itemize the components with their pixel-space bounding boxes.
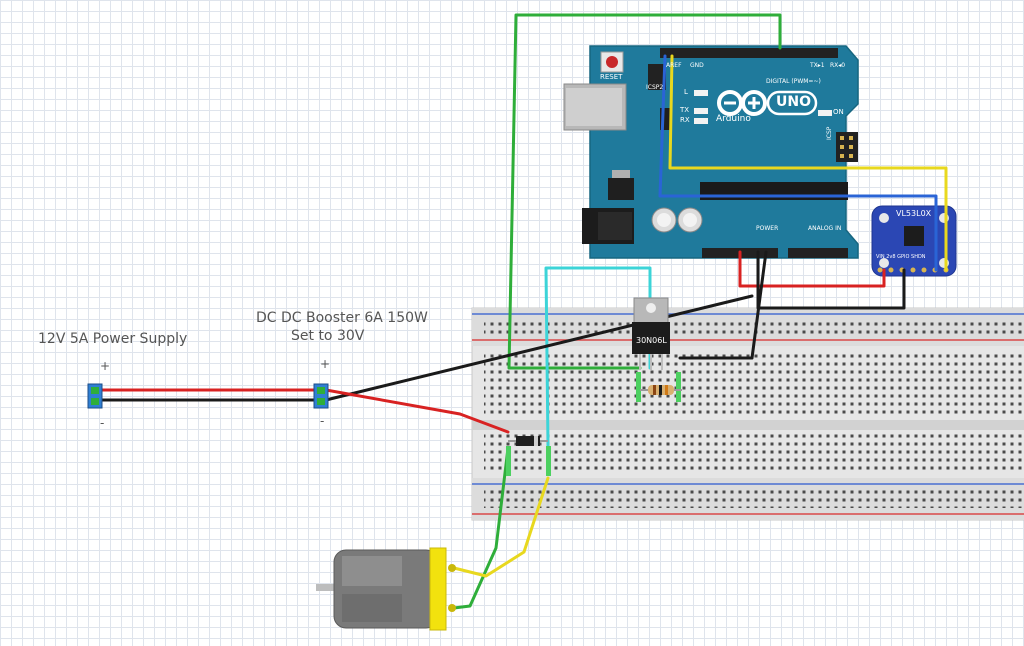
breadboard <box>471 307 1024 521</box>
connection-highlights <box>506 372 681 476</box>
psu-plus-label: + <box>100 359 111 373</box>
icsp-header <box>836 132 858 162</box>
diode-icon <box>508 436 548 446</box>
booster-label-line2: Set to 30V <box>291 328 365 344</box>
sensor-pin-labels: VIN 2v8 GPIO SHDN <box>876 254 926 260</box>
wire-yellow-sda <box>668 54 948 272</box>
power-supply-terminal <box>87 383 103 409</box>
booster-minus-label: - <box>320 414 325 428</box>
resistor-icon <box>640 385 682 395</box>
sensor-name-label: VL53L0X <box>896 209 932 218</box>
booster-plus-label: + <box>320 357 331 371</box>
power-supply-label: 12V 5A Power Supply <box>38 331 188 347</box>
wire-green-signal <box>507 13 782 370</box>
wire-green-motor <box>452 446 510 610</box>
led-l-label: L <box>684 88 688 96</box>
arduino-uno-board <box>563 45 859 259</box>
wire-red-booster-pos <box>324 388 510 434</box>
mosfet-part-label: 30N06L <box>636 336 667 345</box>
booster-label-line1: DC DC Booster 6A 150W <box>256 310 428 326</box>
arduino-brand-text: Arduino <box>716 114 751 124</box>
wire-blue-scl <box>658 54 938 272</box>
gnd-label: GND <box>690 62 704 69</box>
uno-logo-text: UNO <box>776 94 811 110</box>
mosfet-30n06l <box>632 297 670 370</box>
aref-label: AREF <box>666 62 682 69</box>
dc-motor-icon <box>316 547 456 631</box>
wires <box>98 13 948 610</box>
arduino-logo-icon <box>717 90 767 116</box>
breadboard-channel <box>472 420 1024 430</box>
wire-black-gnd-sensor <box>756 250 906 310</box>
led-rx-label: RX <box>680 116 690 124</box>
analog-label: ANALOG IN <box>808 225 842 232</box>
booster-terminal <box>313 383 329 409</box>
rx-pin-label: RX◂0 <box>830 62 846 69</box>
tx-pin-label: TX▸1 <box>810 62 825 69</box>
icsp2-label: ICSP2 <box>646 84 664 91</box>
wire-black-gnd-mosfet <box>678 250 768 360</box>
icsp-label: ICSP <box>826 126 833 140</box>
reset-label: RESET <box>600 73 623 81</box>
digital-label: DIGITAL (PWM=~) <box>766 78 821 85</box>
wire-red-5v <box>738 250 886 288</box>
wire-black-booster-gnd <box>324 294 754 402</box>
psu-minus-label: - <box>100 416 105 430</box>
power-label: POWER <box>756 225 779 232</box>
wire-yellow-motor <box>452 476 550 578</box>
led-tx-label: TX <box>680 106 690 114</box>
on-led-label: ON <box>833 108 844 116</box>
